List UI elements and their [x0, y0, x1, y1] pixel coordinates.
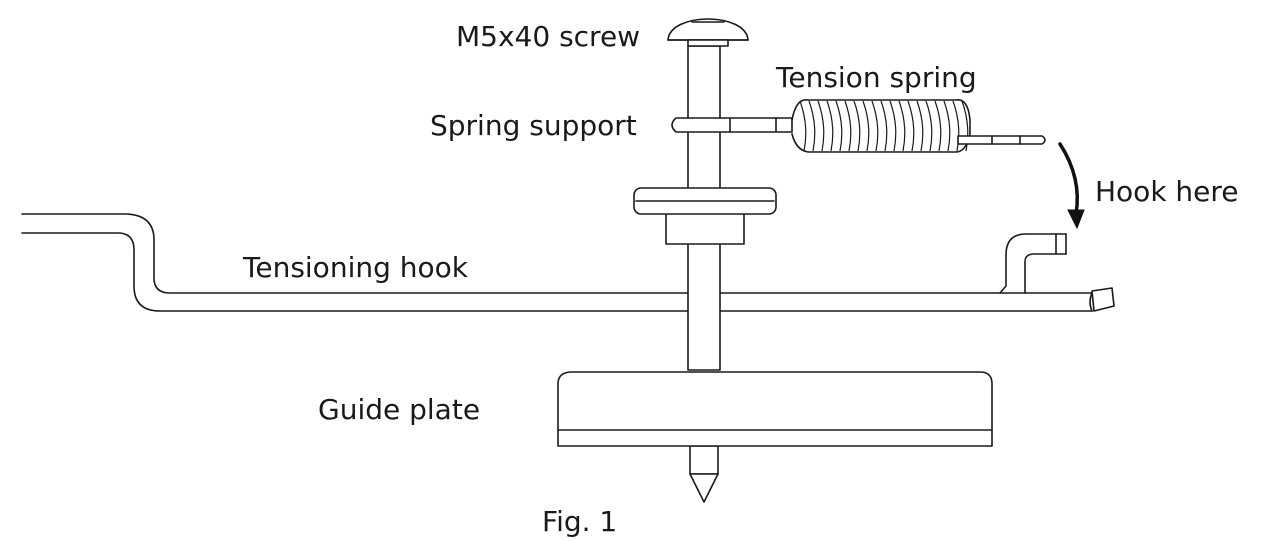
spring-support-label: Spring support [430, 109, 637, 142]
spring-coil [916, 100, 924, 152]
spring-coil [907, 100, 915, 152]
tension-spring [791, 99, 1046, 153]
spring-coil [889, 100, 897, 152]
spring-coil [835, 100, 843, 152]
spring-support [671, 117, 793, 133]
spring-label: Tension spring [776, 61, 977, 94]
spring-coil [934, 100, 942, 152]
spring-coil [871, 100, 879, 152]
spring-coil [961, 100, 969, 152]
spring-coil [925, 100, 933, 152]
spring-coil [826, 100, 834, 152]
curved-arrow-icon [1058, 142, 1085, 230]
spring-coil [799, 100, 807, 152]
hook-here-label: Hook here [1095, 175, 1239, 208]
spring-coil [862, 100, 870, 152]
spring-coil [952, 100, 960, 152]
guide-plate [557, 371, 993, 447]
screw-label: M5x40 screw [456, 20, 641, 53]
guide-plate-label: Guide plate [318, 393, 481, 426]
spring-coil [880, 100, 888, 152]
spring-coil [853, 100, 861, 152]
spring-coil [844, 100, 852, 152]
spring-coil [817, 100, 825, 152]
figure-caption: Fig. 1 [542, 505, 618, 538]
spring-coil [943, 100, 951, 152]
spring-coil [808, 100, 816, 152]
tensioning-hook [21, 213, 1115, 312]
spring-coil [898, 100, 906, 152]
washer-nut [633, 187, 777, 245]
tensioning-hook-label: Tensioning hook [243, 251, 468, 284]
screw-head [667, 18, 749, 47]
